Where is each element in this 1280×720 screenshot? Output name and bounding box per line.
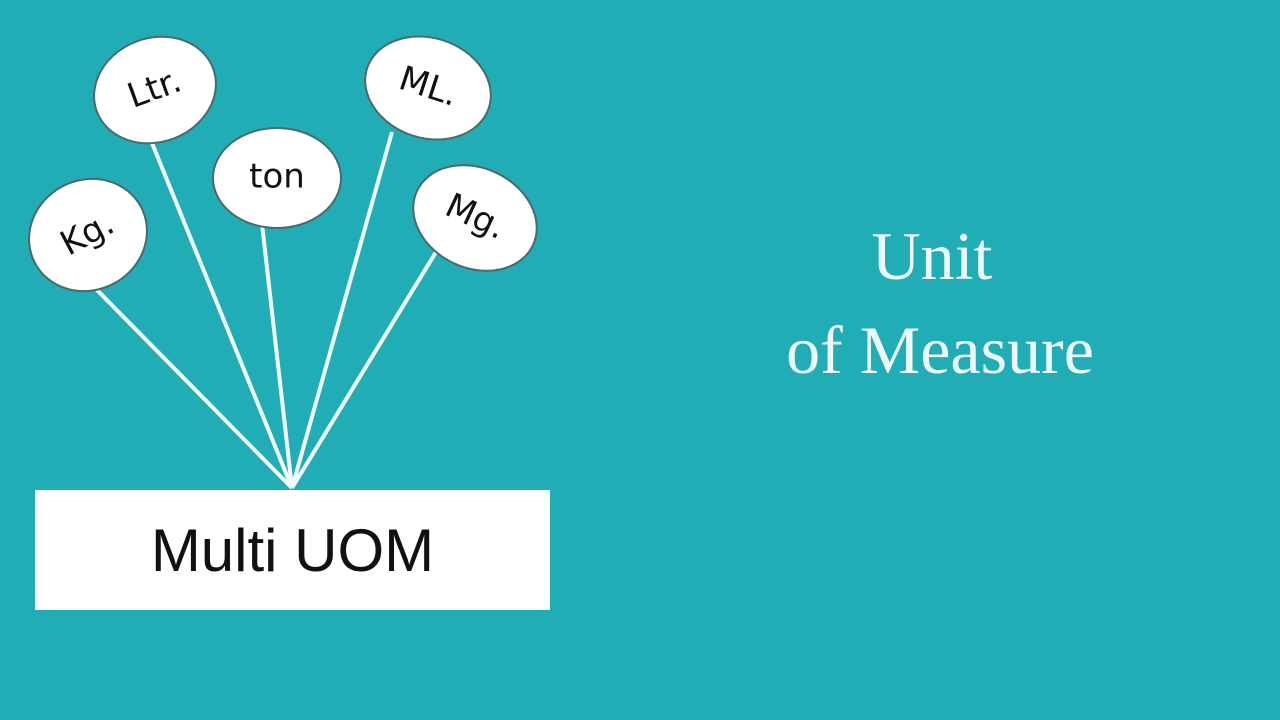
multi-uom-box: Multi UOM [35,490,550,610]
string-ton [260,223,294,489]
title-line-1: Unit [871,218,993,294]
balloon-ton: ton [212,127,342,229]
balloon-label: ton [249,157,305,197]
string-mg [290,250,438,490]
strings [93,131,438,490]
balloon-kg: Kg. [28,177,148,293]
string-ltr [150,142,294,489]
balloon-ltr: Ltr. [93,35,217,145]
balloon-mg: Mg. [412,164,538,272]
string-kg [93,286,294,490]
balloon-ml: ML. [364,35,492,141]
multi-uom-label: Multi UOM [150,516,435,584]
string-ml [290,131,394,489]
title-line-2: of Measure [786,312,1094,388]
